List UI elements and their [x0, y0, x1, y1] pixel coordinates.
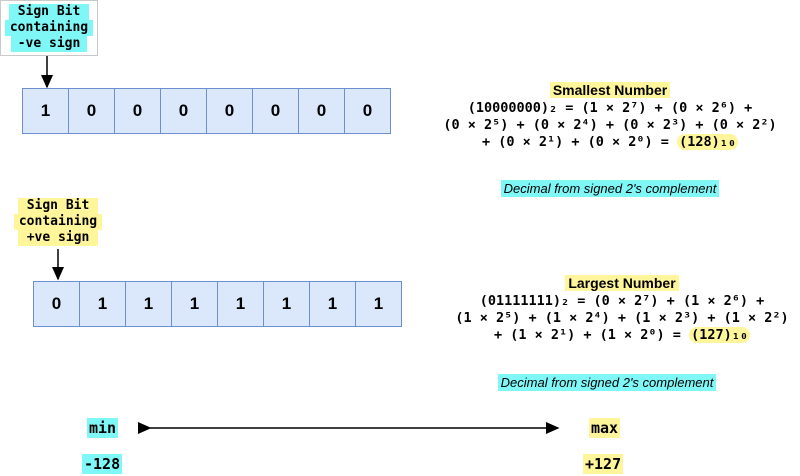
bit-cell: 1: [22, 88, 69, 134]
bit-cell: 0: [252, 88, 299, 134]
bottom-sign-label-line3: +ve sign: [18, 230, 98, 246]
bit-cell: 0: [298, 88, 345, 134]
bit-cell: 1: [171, 281, 218, 327]
top-caption-wrap: Decimal from signed 2's complement: [440, 178, 780, 197]
bottom-formula-block: Largest Number (01111111)₂ = (0 × 2⁷) + …: [452, 273, 792, 344]
top-formula-line2: (0 × 2⁵) + (0 × 2⁴) + (0 × 2³) + (0 × 2²…: [443, 117, 777, 133]
bottom-caption-wrap: Decimal from signed 2's complement: [437, 372, 777, 391]
top-sign-label-line3: -ve sign: [11, 36, 87, 52]
top-formula-block: Smallest Number (10000000)₂ = (1 × 2⁷) +…: [440, 80, 780, 151]
max-label: max: [589, 418, 621, 438]
top-title: Smallest Number: [549, 82, 671, 98]
bit-cell: 1: [309, 281, 356, 327]
bit-cell: 1: [79, 281, 126, 327]
bit-cell: 0: [344, 88, 391, 134]
bottom-formula-line3: + (1 × 2¹) + (1 × 2⁰) =: [494, 327, 690, 343]
bit-cell: 0: [33, 281, 80, 327]
bit-cell: 0: [206, 88, 253, 134]
bit-cell: 0: [160, 88, 207, 134]
bottom-formula-line1: (01111111)₂ = (0 × 2⁷) + (1 × 2⁶) +: [479, 293, 765, 309]
top-sign-label-line1: Sign Bit: [9, 4, 89, 20]
top-formula-line1: (10000000)₂ = (1 × 2⁷) + (0 × 2⁶) +: [467, 100, 753, 116]
min-value: -128: [82, 454, 123, 474]
top-caption: Decimal from signed 2's complement: [500, 180, 720, 197]
bit-cell: 1: [217, 281, 264, 327]
top-bit-register: 1 0 0 0 0 0 0 0: [22, 88, 391, 134]
bottom-formula-line3-wrap: + (1 × 2¹) + (1 × 2⁰) = (127)₁₀: [452, 327, 792, 344]
bit-cell: 0: [114, 88, 161, 134]
bottom-caption: Decimal from signed 2's complement: [497, 374, 717, 391]
bit-cell: 0: [68, 88, 115, 134]
bit-cell: 1: [263, 281, 310, 327]
top-sign-bit-label: Sign Bit containing -ve sign: [0, 0, 98, 56]
max-value: +127: [583, 454, 624, 474]
top-formula-line3: + (0 × 2¹) + (0 × 2⁰) =: [482, 134, 678, 150]
bottom-sign-label-line2: containing: [14, 214, 102, 230]
top-sign-label-line2: containing: [5, 20, 93, 36]
bottom-sign-label-line1: Sign Bit: [18, 198, 98, 214]
bit-cell: 1: [125, 281, 172, 327]
bottom-result: (127)₁₀: [689, 327, 750, 343]
bit-cell: 1: [355, 281, 402, 327]
bottom-bit-register: 0 1 1 1 1 1 1 1: [33, 281, 402, 327]
top-result: (128)₁₀: [677, 134, 738, 150]
min-label: min: [87, 418, 119, 438]
bottom-formula-line2: (1 × 2⁵) + (1 × 2⁴) + (1 × 2³) + (1 × 2²…: [455, 310, 789, 326]
top-formula-line3-wrap: + (0 × 2¹) + (0 × 2⁰) = (128)₁₀: [440, 134, 780, 151]
bottom-sign-bit-label: Sign Bit containing +ve sign: [8, 198, 108, 246]
bottom-title: Largest Number: [565, 275, 679, 291]
